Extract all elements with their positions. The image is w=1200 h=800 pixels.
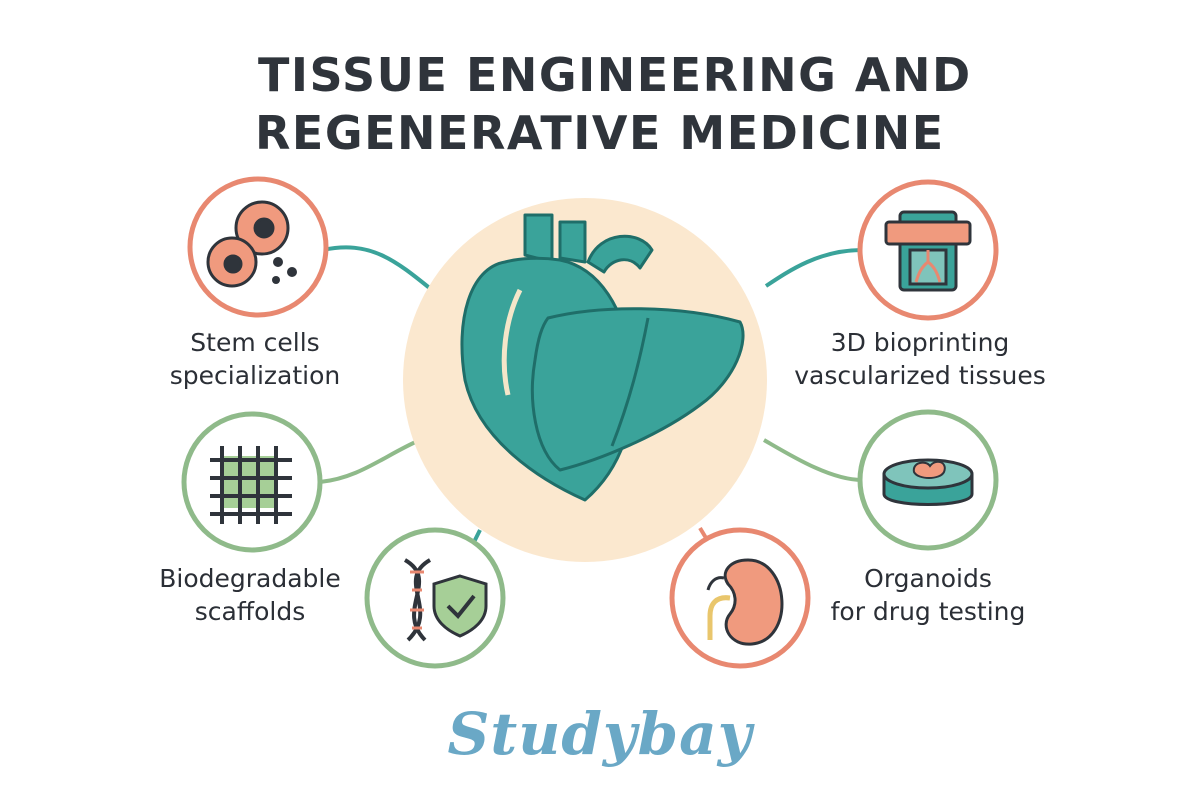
dna-shield-icon — [403, 558, 488, 642]
kidney-icon — [706, 558, 784, 646]
bioprinting-node — [857, 179, 999, 321]
connector-stem — [322, 245, 434, 292]
scaffold-node — [181, 411, 323, 553]
scaffold-grid-icon — [210, 446, 292, 524]
label-bioprinting: 3D bioprinting vascularized tissues — [775, 326, 1065, 392]
dna-node — [364, 527, 506, 669]
bioprinter-icon — [884, 210, 972, 292]
kidney-node — [669, 527, 811, 669]
studybay-logo: Studybay — [447, 700, 753, 768]
label-bioprinting-line1: 3D bioprinting — [830, 328, 1010, 357]
label-scaffolds: Biodegradable scaffolds — [130, 562, 370, 628]
label-organoids: Organoids for drug testing — [808, 562, 1048, 628]
label-stem-cells-line2: specialization — [169, 361, 341, 390]
title-line-1: TISSUE ENGINEERING AND — [258, 48, 972, 102]
label-stem-cells: Stem cells specialization — [140, 326, 370, 392]
stem-cells-node — [187, 176, 329, 318]
label-stem-cells-line1: Stem cells — [190, 328, 320, 357]
title-line-2: REGENERATIVE MEDICINE — [255, 106, 945, 160]
organoids-node — [857, 409, 999, 551]
connector-print — [764, 248, 863, 288]
label-organoids-line1: Organoids — [864, 564, 992, 593]
stem-cells-icon — [206, 200, 297, 288]
label-bioprinting-line2: vascularized tissues — [794, 361, 1046, 390]
connector-organoid — [763, 438, 863, 482]
label-scaffolds-line1: Biodegradable — [159, 564, 341, 593]
label-scaffolds-line2: scaffolds — [194, 597, 306, 626]
heart-liver-icon — [460, 213, 745, 502]
connector-scaffold — [319, 438, 421, 484]
petri-dish-icon — [882, 458, 974, 506]
label-organoids-line2: for drug testing — [830, 597, 1026, 626]
